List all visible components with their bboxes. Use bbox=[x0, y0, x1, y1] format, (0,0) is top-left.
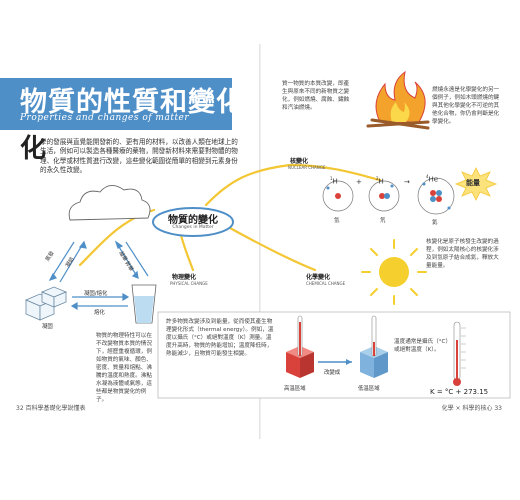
physical-subtitle: PHYSICAL CHANGE bbox=[170, 281, 208, 286]
hot-label: 高溫區域 bbox=[284, 386, 306, 392]
water-cycle-arrows bbox=[48, 240, 149, 311]
name-deuterium: 氘 bbox=[380, 218, 386, 224]
center-ellipse bbox=[152, 207, 234, 237]
arrow-label: 改變成 bbox=[324, 370, 341, 376]
name-helium: 氦 bbox=[432, 220, 438, 226]
cold-label: 低溫區域 bbox=[358, 386, 380, 392]
chemical-title: 化學變化 bbox=[306, 274, 331, 281]
intro-text: 學的發展與直覺能開發新的、更有用的材料，以改善人類在地球上的生活，例如可以製造各… bbox=[40, 138, 238, 175]
symbol-h2: 2H bbox=[376, 176, 384, 186]
water-caption: 物質的物理特性可以在不改變物質本質的情況下，經歷重複循環，例如物質的氣味、顏色、… bbox=[96, 333, 152, 403]
sun-icon bbox=[361, 239, 427, 305]
cold-thermometer-icon bbox=[371, 315, 377, 357]
nuclear-title: 核變化 bbox=[290, 158, 309, 165]
title-band bbox=[0, 78, 232, 130]
atom-helium bbox=[417, 177, 455, 215]
connector-nuclear bbox=[204, 163, 292, 207]
drop-cap: 化 bbox=[20, 134, 47, 164]
sun-note: 核變化是原子核發生改變的過程，例如太陽核心的核變化涉及到氫原子結合成氦，釋放大量… bbox=[426, 239, 499, 269]
symbol-he: 4He bbox=[426, 174, 439, 184]
plus-sign: + bbox=[356, 178, 362, 186]
nuclear-subtitle: NUCLEAR CHANGE bbox=[288, 165, 326, 170]
page-title: 物質的性質和變化 bbox=[20, 87, 244, 118]
label-freezing: 凝固 bbox=[42, 324, 53, 330]
water-glass-icon bbox=[131, 284, 157, 324]
connector-physical bbox=[178, 230, 195, 272]
heat-text: 許多物質改變涉及到能量，從而使其產生物理變化形式（thermal energy）… bbox=[166, 319, 274, 357]
chemical-subtitle: CHEMICAL CHANGE bbox=[306, 281, 346, 286]
symbol-h1: 1H bbox=[330, 176, 338, 186]
energy-label: 能量 bbox=[466, 179, 480, 187]
connector-nuclear-row bbox=[288, 163, 382, 182]
fire-icon bbox=[366, 70, 430, 130]
book-gutter bbox=[259, 44, 261, 439]
label-freeze-melt: 凝固/熔化 bbox=[84, 291, 108, 297]
change-arrow-icon bbox=[318, 359, 352, 365]
page-subtitle: Properties and changes of matter bbox=[20, 113, 190, 123]
thermo-note: 溫度通常是攝氏（°C）或絕對溫度（K）。 bbox=[394, 339, 449, 353]
physical-title: 物理變化 bbox=[172, 274, 197, 281]
label-melting: 熔化 bbox=[94, 310, 105, 316]
footer-left: 32 百科學基礎化學說懂表 bbox=[16, 405, 86, 412]
atom-hydrogen-2 bbox=[368, 180, 400, 212]
cloud-icon bbox=[68, 185, 151, 221]
reaction-arrow: → bbox=[404, 178, 410, 186]
scale-thermometer-icon bbox=[453, 321, 466, 386]
name-hydrogen: 氫 bbox=[334, 218, 340, 224]
chemical-note: 質一物質的本質改變，即產生與原來不同的新物質之變化，例如燃燒、腐蝕、鏽蝕和汽油燃… bbox=[282, 81, 350, 111]
center-title: 物質的變化 bbox=[168, 215, 218, 226]
connector-chemical bbox=[228, 226, 317, 272]
atom-hydrogen-1 bbox=[322, 180, 354, 212]
energy-burst-icon bbox=[454, 167, 498, 201]
ice-cubes-icon bbox=[24, 286, 68, 321]
footer-right: 化學 × 科學的核心 33 bbox=[441, 405, 502, 412]
hot-thermometer-icon bbox=[297, 315, 303, 357]
formula: K = °C + 273.15 bbox=[430, 388, 489, 396]
fire-note: 燃燒永遠是化學變化的另一個例子，例如木頭燃燒的鍵與其他化學變化不可逆的其他化合物… bbox=[432, 87, 500, 125]
center-subtitle: Changes in Matter bbox=[172, 225, 214, 230]
heat-box-frame bbox=[157, 311, 511, 399]
